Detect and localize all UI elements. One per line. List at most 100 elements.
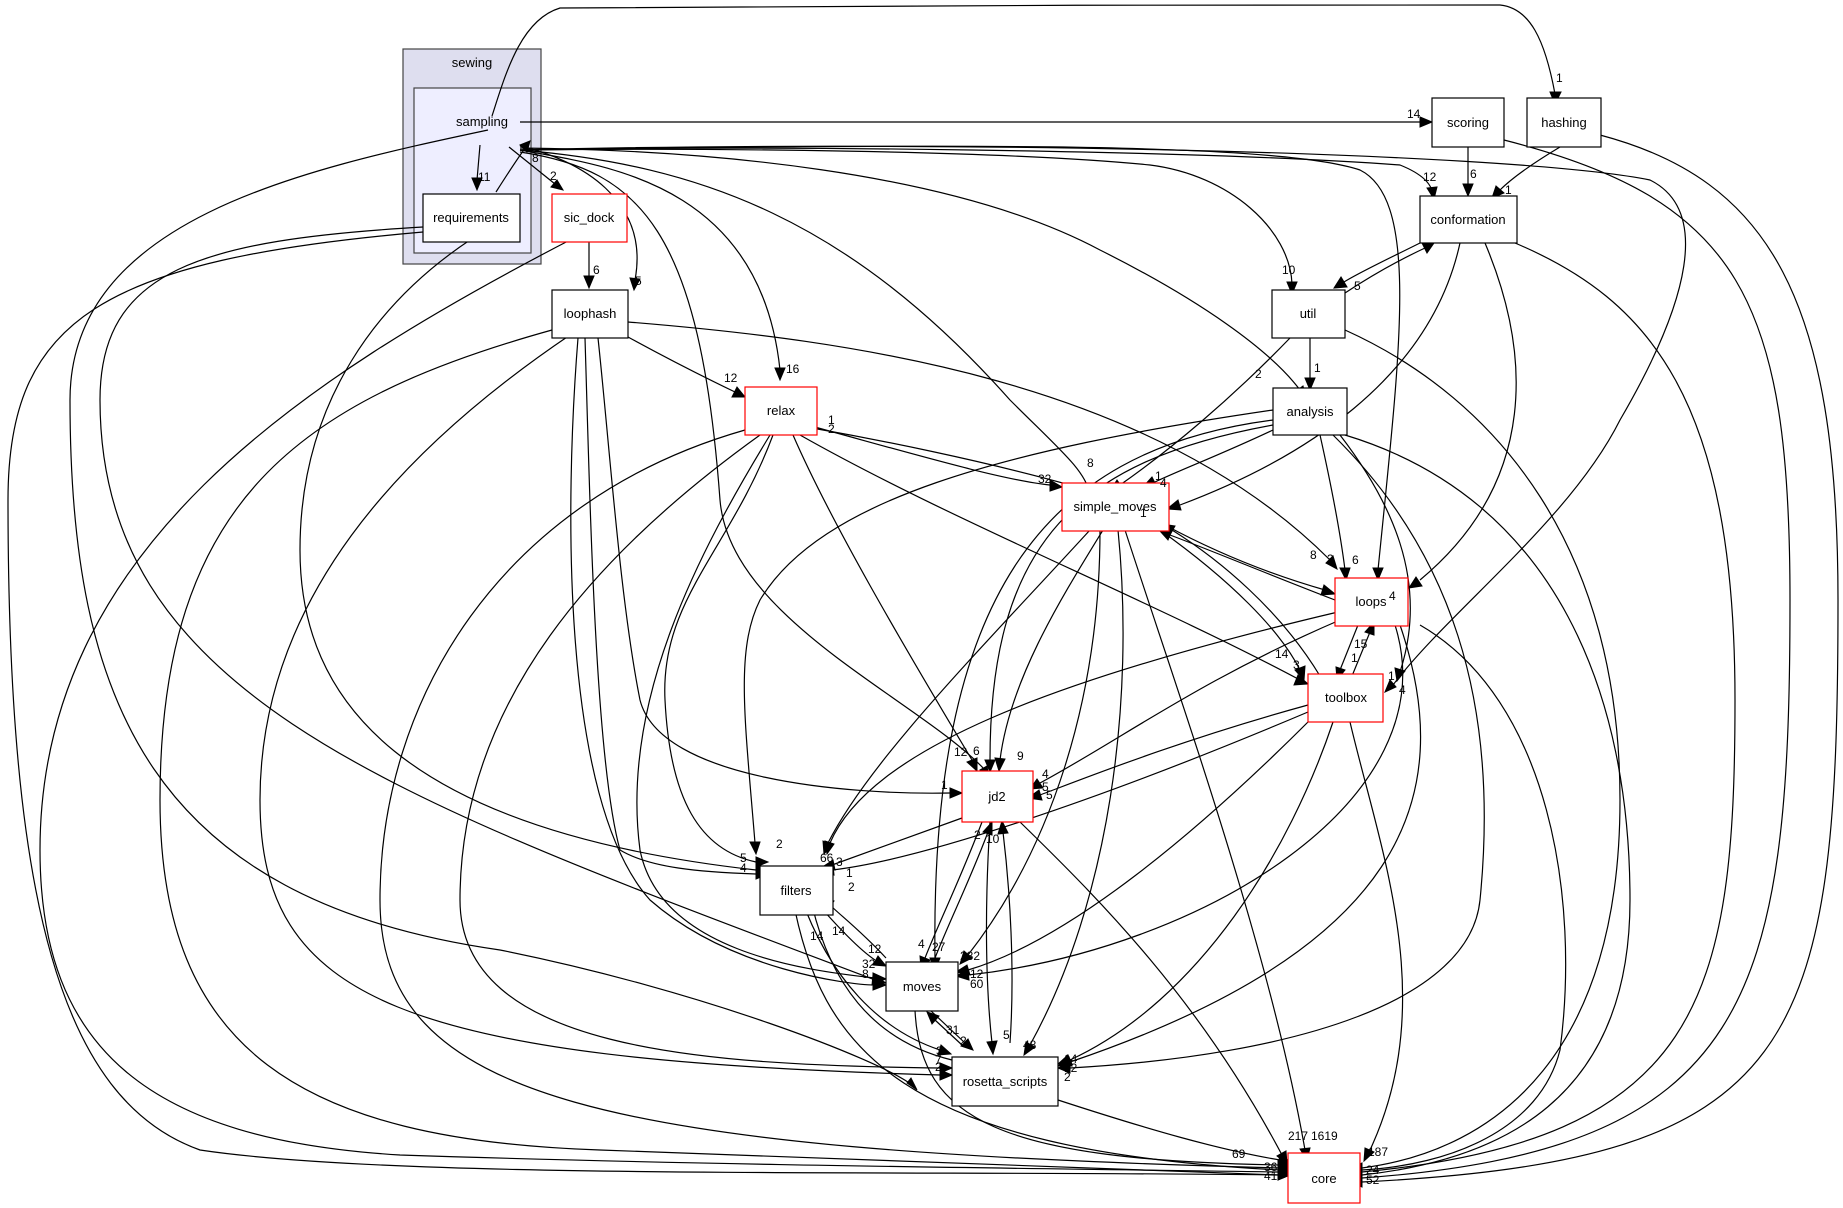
- edge-label: 24: [1366, 1163, 1380, 1177]
- edge-loophash-filters[interactable]: [584, 337, 770, 880]
- edge-analysis-jd2[interactable]: [984, 424, 1274, 774]
- edge-sampling-jd2[interactable]: [519, 151, 990, 780]
- node-sic-dock[interactable]: sic_dock: [551, 193, 628, 243]
- edge-scoring-core[interactable]: [1348, 139, 1791, 1184]
- edge-sampling-sicdock[interactable]: [508, 146, 565, 191]
- edge-conformation-util[interactable]: [1333, 242, 1421, 289]
- edge-relax-rosettascripts[interactable]: [459, 434, 954, 1074]
- edge-sampling-relax[interactable]: [519, 149, 786, 382]
- edge-label: 27: [932, 940, 946, 954]
- edge-sampling-loops[interactable]: [519, 145, 1401, 582]
- edge-rosettascripts-moves[interactable]: [926, 1011, 963, 1046]
- edge-sampling-conformation[interactable]: [519, 147, 1438, 201]
- edge-conformation-loops[interactable]: [1407, 242, 1517, 589]
- edge-analysis-core[interactable]: [1344, 434, 1631, 1181]
- edge-simplemoves-rosettascripts[interactable]: [1023, 529, 1124, 1057]
- node-util[interactable]: util: [1271, 289, 1346, 339]
- edge-sampling-scoring[interactable]: [520, 116, 1434, 128]
- node-conformation[interactable]: conformation: [1419, 195, 1518, 244]
- edge-toolbox-filters[interactable]: [819, 711, 1309, 876]
- edge-requirements-core[interactable]: [7, 231, 1292, 1181]
- node-hashing[interactable]: hashing: [1526, 97, 1602, 148]
- edge-loophash-rosettascripts[interactable]: [259, 334, 954, 1081]
- edge-moves-jd2[interactable]: [934, 820, 993, 959]
- edge-label: 12: [970, 967, 984, 981]
- edge-jd2-rosettascripts[interactable]: [985, 821, 998, 1056]
- node-loops[interactable]: loops: [1334, 577, 1409, 627]
- node-filters[interactable]: filters: [759, 865, 834, 916]
- edge-simplemoves-loops[interactable]: [1164, 524, 1337, 596]
- edge-relax-jd2[interactable]: [792, 434, 978, 773]
- edge-toolbox-core[interactable]: [1349, 721, 1404, 1163]
- node-core[interactable]: core: [1287, 1152, 1361, 1204]
- edge-label: 1: [1314, 361, 1321, 375]
- edge-label: 9: [1017, 749, 1024, 763]
- edge-label: 12: [954, 745, 968, 759]
- edge-simplemoves-relax[interactable]: [798, 422, 1071, 486]
- edge-toolbox-moves[interactable]: [954, 719, 1311, 976]
- edge-label: 69: [1232, 1147, 1246, 1161]
- node-toolbox[interactable]: toolbox: [1307, 673, 1384, 723]
- edge-label: 5: [1042, 780, 1049, 794]
- edge-toolbox-rosettascripts[interactable]: [1056, 721, 1334, 1065]
- edge-label: 32: [862, 957, 876, 971]
- edge-sampling-moves[interactable]: [69, 129, 918, 1091]
- node-jd2-label: jd2: [987, 789, 1005, 804]
- node-scoring-label: scoring: [1447, 115, 1489, 130]
- edge-hashing-core[interactable]: [1348, 134, 1839, 1188]
- edge-label: 3: [1327, 552, 1334, 566]
- edge-util-core[interactable]: [1344, 329, 1621, 1174]
- edge-scoring-conformation[interactable]: [1462, 147, 1474, 198]
- edge-conformation-simplemoves[interactable]: [1165, 242, 1461, 511]
- edge-conformation-core[interactable]: [1348, 242, 1736, 1178]
- edge-filters-core[interactable]: [791, 894, 1292, 1176]
- edge-relax-moves[interactable]: [636, 434, 888, 985]
- node-core-label: core: [1311, 1171, 1336, 1186]
- edge-toolbox-simplemoves[interactable]: [1160, 523, 1321, 677]
- edge-relax-simplemoves[interactable]: [799, 422, 1064, 492]
- node-jd2[interactable]: jd2: [961, 770, 1034, 823]
- edge-analysis-filters[interactable]: [743, 409, 1274, 856]
- node-rosetta-scripts[interactable]: rosetta_scripts: [951, 1056, 1059, 1107]
- edge-label: 16: [786, 362, 800, 376]
- edge-loophash-relax[interactable]: [627, 336, 747, 398]
- edge-rosettascripts-jd2[interactable]: [997, 819, 1013, 1044]
- edge-analysis-loops[interactable]: [1319, 434, 1351, 582]
- edge-label: 15: [1354, 637, 1368, 651]
- node-loophash[interactable]: loophash: [551, 289, 629, 339]
- node-moves[interactable]: moves: [885, 961, 959, 1012]
- edge-label: 66: [820, 851, 834, 865]
- edge-toolbox-jd2[interactable]: [1026, 704, 1309, 801]
- edge-loops-jd2[interactable]: [1028, 619, 1341, 790]
- edge-loops-filters[interactable]: [824, 611, 1339, 856]
- node-relax[interactable]: relax: [744, 386, 818, 436]
- edge-label: 14: [1275, 647, 1289, 661]
- edge-relax-toolbox[interactable]: [799, 434, 1310, 686]
- edge-sampling-toolbox[interactable]: [519, 145, 1687, 693]
- edge-label: 36: [1264, 1160, 1278, 1174]
- edge-simplemoves-jd2[interactable]: [994, 529, 1104, 773]
- edge-loophash-moves[interactable]: [570, 337, 888, 991]
- edge-simplemoves-filters[interactable]: [822, 529, 1091, 856]
- edge-relax-filters[interactable]: [664, 434, 774, 868]
- edge-sicdock-loophash[interactable]: [583, 238, 595, 290]
- edge-hashing-conformation[interactable]: [1491, 146, 1561, 199]
- node-requirements[interactable]: requirements: [422, 193, 521, 243]
- edge-loophash-loops[interactable]: [627, 321, 1338, 571]
- edge-sampling-requirements[interactable]: [471, 144, 483, 192]
- node-analysis[interactable]: analysis: [1272, 387, 1348, 436]
- edge-sampling-util[interactable]: [519, 148, 1298, 296]
- edge-label: 8: [1310, 548, 1317, 562]
- edge-simplemoves-moves[interactable]: [959, 529, 1101, 965]
- edge-jd2-core[interactable]: [1019, 821, 1288, 1166]
- node-simple-moves[interactable]: simple_moves: [1061, 482, 1170, 532]
- edge-label: 48: [1023, 1038, 1037, 1052]
- edge-label: 5: [740, 851, 747, 865]
- edge-simplemoves-toolbox[interactable]: [1159, 529, 1306, 682]
- edge-loophash-jd2[interactable]: [597, 337, 964, 799]
- edge-jd2-moves[interactable]: [919, 821, 983, 971]
- node-scoring[interactable]: scoring: [1431, 97, 1505, 148]
- edge-util-analysis[interactable]: [1304, 338, 1316, 392]
- edge-sampling-hashing[interactable]: [491, 4, 1562, 117]
- edge-loophash-core[interactable]: [159, 329, 1292, 1181]
